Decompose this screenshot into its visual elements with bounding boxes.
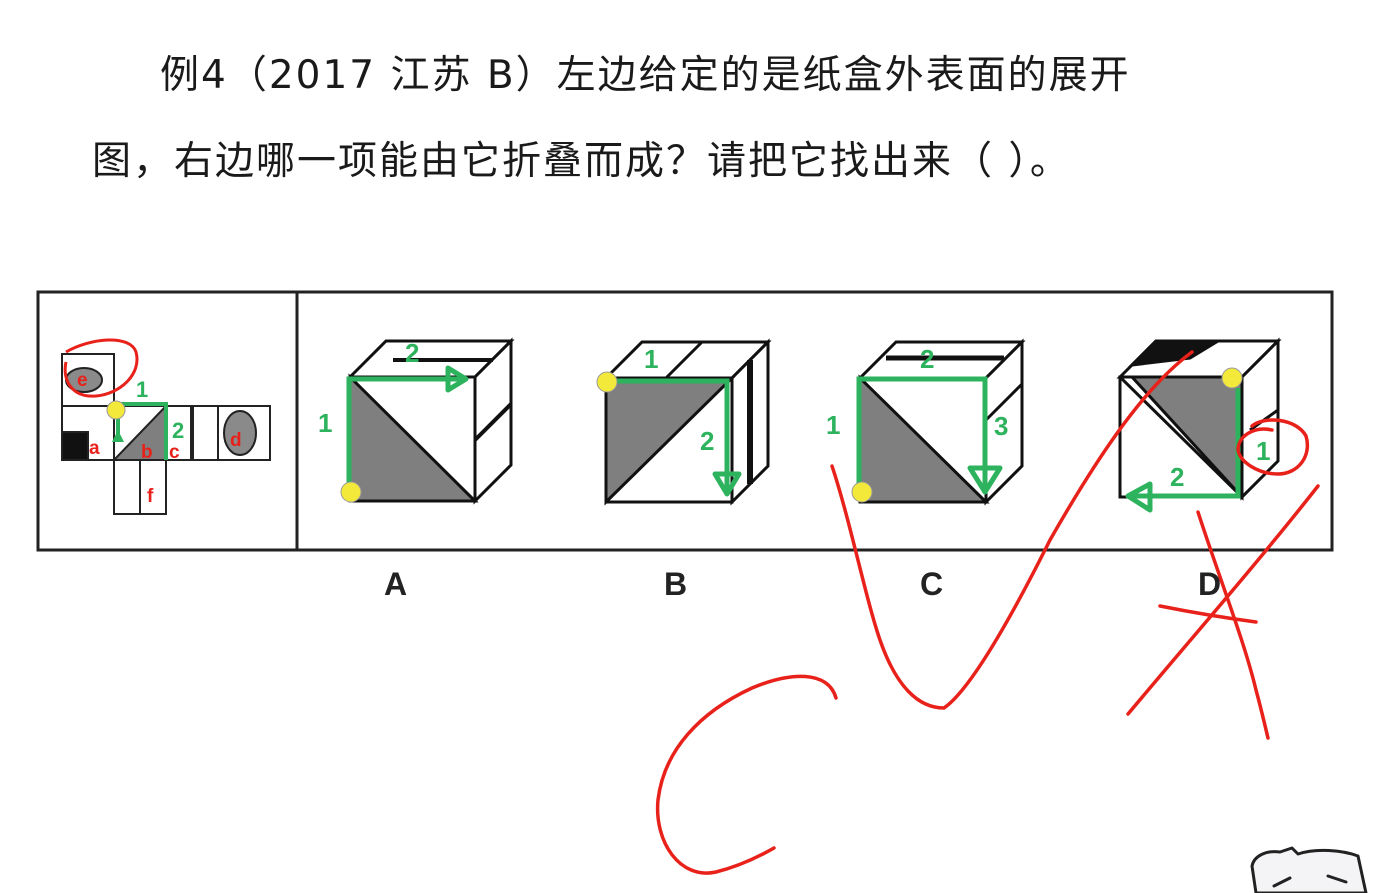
option-a-label: A xyxy=(384,566,408,602)
net-red-circle xyxy=(63,338,139,398)
option-c-green-path xyxy=(856,376,988,490)
option-d-green-arrowhead xyxy=(1125,481,1153,513)
red-cross-stroke-1 xyxy=(1126,484,1320,716)
net-face-a-black xyxy=(61,431,89,461)
option-d-step-2: 2 xyxy=(1170,462,1184,492)
figure-frame xyxy=(36,290,1334,552)
option-c-green-arrowhead xyxy=(967,465,1003,495)
option-a-cube xyxy=(346,337,515,505)
option-a-step-1: 1 xyxy=(318,408,332,438)
cube-d-top-black xyxy=(1127,339,1224,368)
option-a-step-2: 2 xyxy=(405,338,419,368)
net-face-d-oval xyxy=(223,410,257,456)
net-letter-e: e xyxy=(77,370,88,391)
option-b-label: B xyxy=(664,566,688,602)
option-b-cube xyxy=(602,338,772,506)
option-a-green-path xyxy=(346,376,462,490)
net-letter-a: a xyxy=(89,438,100,459)
option-d-step-1: 1 xyxy=(1256,436,1270,466)
option-c-step-2: 2 xyxy=(920,344,934,374)
red-check-mark xyxy=(830,350,1194,710)
option-d-yellow-marker xyxy=(1221,367,1243,389)
net-letter-b: b xyxy=(141,442,153,463)
net-letter-c: c xyxy=(169,442,180,463)
option-b-yellow-marker xyxy=(596,371,618,393)
option-c-label: C xyxy=(920,566,944,602)
option-c-cube xyxy=(856,338,1026,506)
question-line-2: 图，右边哪一项能由它折叠而成？请把它找出来（ ）。 xyxy=(92,139,1071,184)
cartoon-avatar xyxy=(1250,846,1368,893)
option-d-green-path xyxy=(1132,388,1241,499)
red-cross-stroke-3 xyxy=(1158,604,1258,624)
option-b-step-1: 1 xyxy=(644,344,658,374)
net-step-1: 1 xyxy=(136,377,148,402)
option-c-step-3: 3 xyxy=(994,411,1008,441)
red-circle-d-step xyxy=(1236,418,1310,476)
question-line-1: 例4（2017 江苏 B）左边给定的是纸盒外表面的展开 xyxy=(160,53,1131,98)
option-a-yellow-marker xyxy=(340,481,362,503)
net-yellow-marker xyxy=(106,400,126,420)
net-green-path xyxy=(116,402,168,460)
red-letter-c xyxy=(655,674,838,875)
net-letter-f: f xyxy=(147,486,154,507)
option-c-yellow-marker xyxy=(851,481,873,503)
option-b-green-path xyxy=(612,378,730,490)
net-green-arrowhead xyxy=(112,430,124,442)
red-cross-stroke-2 xyxy=(1196,510,1270,740)
net-letter-d: d xyxy=(230,430,242,451)
option-b-step-2: 2 xyxy=(700,426,714,456)
option-b-green-arrowhead xyxy=(712,471,742,497)
option-d-label: D xyxy=(1198,566,1222,602)
net-step-2: 2 xyxy=(172,418,184,443)
option-d-cube xyxy=(1116,337,1282,501)
option-c-step-1: 1 xyxy=(826,410,840,440)
cube-b-front-triangle xyxy=(604,376,736,506)
option-a-green-arrowhead xyxy=(445,365,469,393)
